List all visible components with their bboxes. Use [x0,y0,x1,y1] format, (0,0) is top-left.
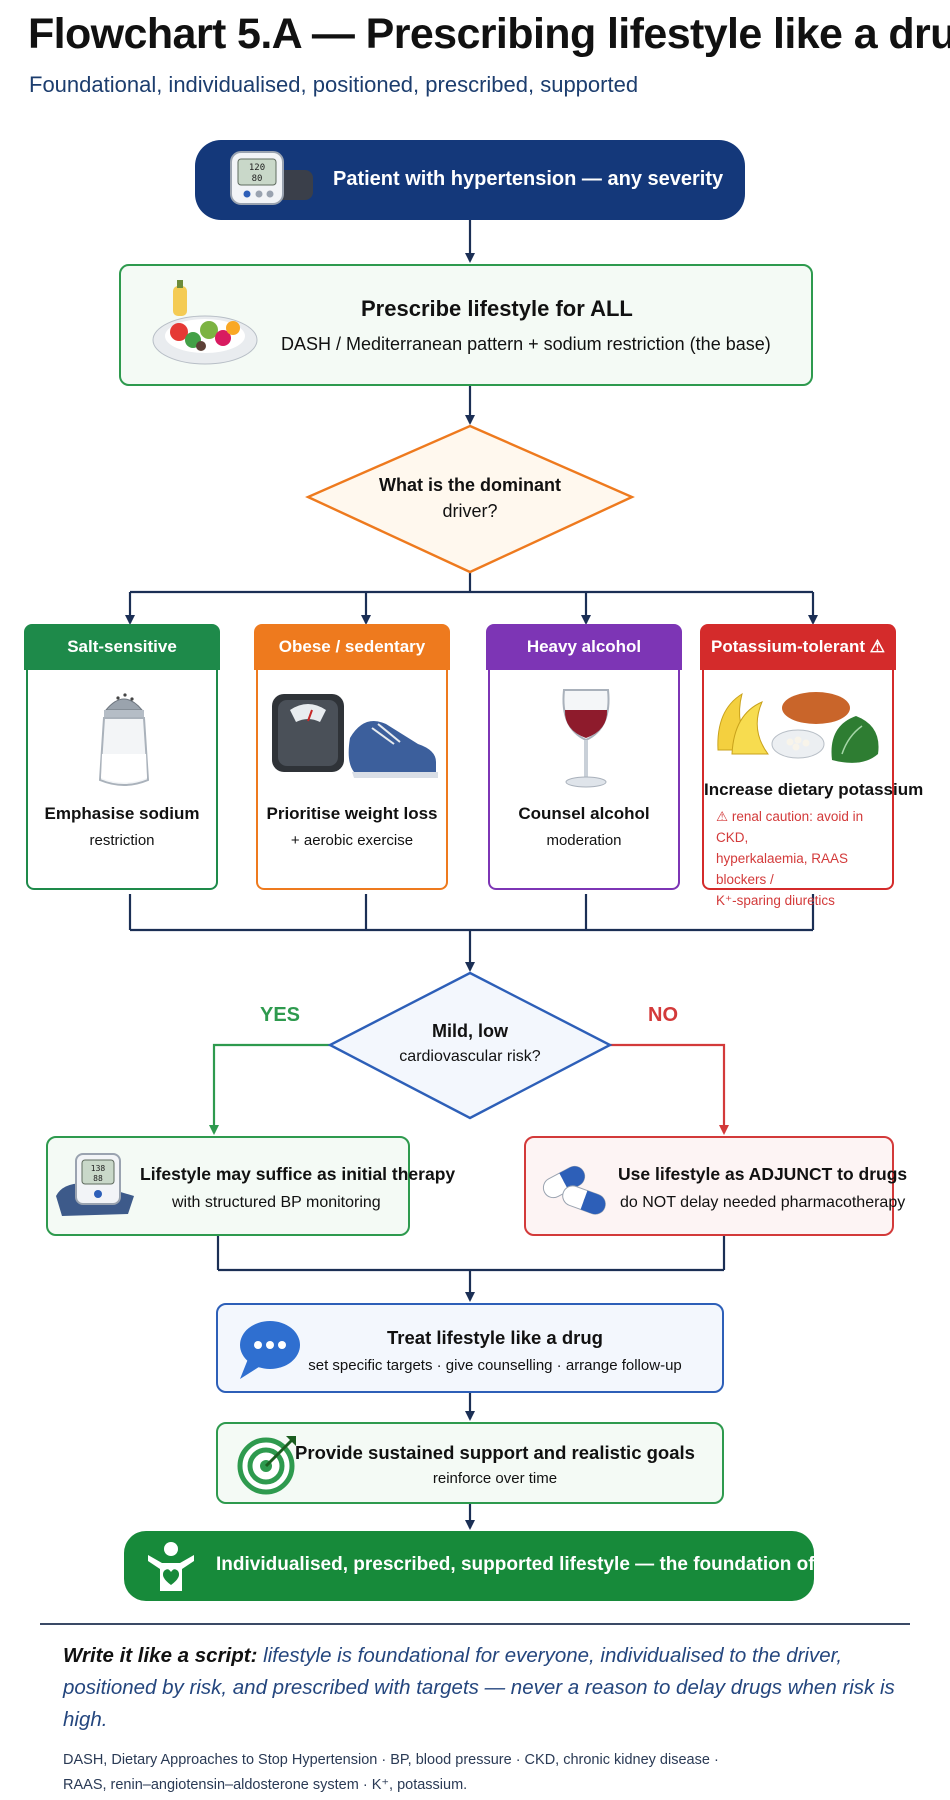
yes-branch-detail: with structured BP monitoring [172,1194,381,1211]
base-detail: DASH / Mediterranean pattern + sodium re… [281,334,771,354]
potassium-warning-line2: hyperkalaemia, RAAS blockers / [716,851,849,887]
abbreviations-line2: RAAS, renin–angiotensin–aldosterone syst… [63,1777,468,1793]
driver-card-potassium: Potassium-tolerant ⚠ Increase dietary po… [700,624,924,908]
potassium-foods-icon [717,692,879,763]
driver-line2-alcohol: moderation [546,832,622,849]
end-label: Individualised, prescribed, supported li… [216,1554,907,1575]
driver-card-salt: Salt-sensitive Emphasise sodium restrict… [24,624,222,894]
salt-shaker-icon [98,693,150,786]
script-body: lifestyle is foundational for everyone, … [63,1644,895,1731]
footer-divider [40,1623,910,1625]
decision-driver-line1: What is the dominant [379,475,561,495]
potassium-warning: ⚠ renal caution: avoid in CKD, hyperkala… [716,806,888,911]
abbreviations-line1: DASH, Dietary Approaches to Stop Hyperte… [63,1752,719,1768]
svg-text:80: 80 [252,174,263,184]
svg-text:120: 120 [249,163,265,173]
person-heart-icon [148,1542,194,1591]
no-label: NO [648,1004,678,1026]
yes-branch-node: 138 88 Lifestyle may suffice as initial … [46,1136,455,1236]
driver-header-alcohol: Heavy alcohol [486,624,682,670]
treat-title: Treat lifestyle like a drug [387,1327,603,1348]
decision-driver-text: What is the dominant driver? [360,472,580,524]
end-node: Individualised, prescribed, supported li… [124,1531,906,1601]
support-node: Provide sustained support and realistic … [216,1422,724,1504]
wine-glass-icon [562,689,610,788]
decision-risk-text: Mild, low cardiovascular risk? [370,1018,570,1070]
support-detail: reinforce over time [432,1470,558,1487]
decision-risk-line2: cardiovascular risk? [399,1048,541,1065]
start-label: Patient with hypertension — any severity [333,168,724,190]
driver-line1-potassium: Increase dietary potassium [704,780,924,799]
speech-bubble-icon [240,1321,300,1379]
abbreviations: DASH, Dietary Approaches to Stop Hyperte… [63,1748,923,1798]
script-lead: Write it like a script: [63,1644,258,1667]
target-icon [237,1436,296,1495]
svg-text:88: 88 [93,1174,103,1183]
yes-label: YES [260,1004,301,1026]
script-note: Write it like a script: lifestyle is fou… [63,1640,913,1736]
support-title: Provide sustained support and realistic … [295,1442,695,1463]
no-branch-detail: do NOT delay needed pharmacotherapy [620,1194,906,1211]
driver-header-salt: Salt-sensitive [24,624,220,670]
no-branch-node: Use lifestyle as ADJUNCT to drugs do NOT… [524,1136,907,1236]
driver-header-obese: Obese / sedentary [254,624,450,670]
svg-text:138: 138 [91,1164,106,1173]
driver-line2-obese: + aerobic exercise [290,832,414,849]
decision-driver-diamond [305,424,635,574]
blood-pressure-monitor-icon: 120 80 [230,151,313,205]
driver-card-obese: Obese / sedentary Prioritise weight loss… [254,624,452,894]
no-branch-title: Use lifestyle as ADJUNCT to drugs [618,1164,908,1184]
healthy-plate-icon [152,280,258,365]
base-lifestyle-node: Prescribe lifestyle for ALL DASH / Medit… [119,264,813,386]
treat-node: Treat lifestyle like a drug set specific… [216,1303,724,1393]
treat-detail: set specific targets · give counselling … [308,1357,682,1374]
start-node: 120 80 Patient with hypertension — any s… [195,140,745,220]
decision-risk-diamond [327,971,613,1120]
driver-header-potassium: Potassium-tolerant ⚠ [700,624,896,670]
base-title: Prescribe lifestyle for ALL [361,296,633,321]
potassium-warning-line1: ⚠ renal caution: avoid in CKD, [716,809,864,845]
decision-driver-line2: driver? [442,501,498,521]
driver-line2-salt: restriction [89,832,155,849]
driver-line1-obese: Prioritise weight loss [266,804,438,823]
page-subtitle: Foundational, individualised, positioned… [29,72,639,97]
decision-risk-line1: Mild, low [432,1021,508,1041]
yes-branch-title: Lifestyle may suffice as initial therapy [140,1164,456,1184]
scale-and-shoes-icon [272,694,438,778]
bp-cuff-icon: 138 88 [56,1153,134,1216]
driver-line1-alcohol: Counsel alcohol [518,804,650,823]
driver-card-alcohol: Heavy alcohol Counsel alcohol moderation [486,624,684,894]
driver-line1-salt: Emphasise sodium [44,804,200,823]
potassium-warning-line3: K⁺-sparing diuretics [716,893,835,908]
pills-icon [542,1165,606,1215]
page-title: Flowchart 5.A — Prescribing lifestyle li… [28,10,950,58]
